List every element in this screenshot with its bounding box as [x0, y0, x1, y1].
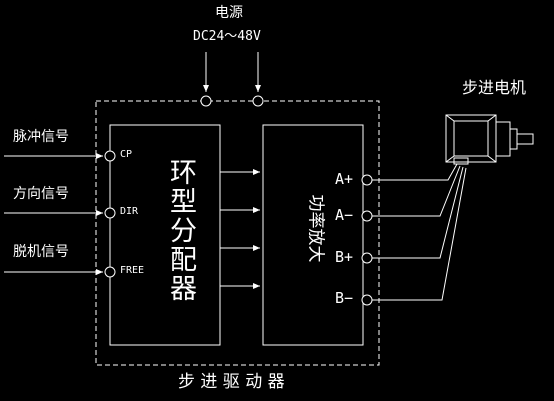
amplifier-label: 功率放大: [305, 194, 326, 263]
output-label-a-minus: A−: [335, 206, 354, 224]
input-signal-free: 脱机信号: [13, 244, 69, 260]
wire-b-plus: [372, 166, 464, 259]
output-label-b-plus: B+: [335, 248, 354, 266]
power-voltage: DC24～48V: [193, 29, 261, 44]
output-terminal-b-plus: [361, 252, 373, 264]
wire-a-minus: [372, 165, 461, 217]
distributor-block: [109, 124, 221, 346]
pin-label-cp: CP: [120, 149, 133, 160]
motor-label: 步进电机: [462, 78, 527, 97]
amplifier-block: [262, 124, 364, 346]
driver-label: 步 进 驱 动 器: [178, 372, 285, 392]
input-signal-cp: 脉冲信号: [13, 129, 69, 145]
stepper-motor-icon: [445, 114, 534, 165]
distributor-label: 环型分配器: [165, 158, 196, 303]
input-terminal-cp: [104, 150, 116, 162]
wire-a-plus: [372, 163, 458, 181]
driver-enclosure: [95, 100, 380, 366]
input-terminal-free: [104, 266, 116, 278]
output-label-b-minus: B−: [335, 289, 354, 307]
output-terminal-a-plus: [361, 174, 373, 186]
output-terminal-a-minus: [361, 210, 373, 222]
power-terminal-1: [200, 95, 212, 107]
wire-b-minus: [372, 167, 467, 301]
output-terminal-b-minus: [361, 294, 373, 306]
input-terminal-dir: [104, 207, 116, 219]
input-signal-dir: 方向信号: [13, 186, 69, 202]
pin-label-dir: DIR: [120, 206, 139, 217]
output-label-a-plus: A+: [335, 170, 354, 188]
pin-label-free: FREE: [120, 265, 145, 276]
power-terminal-2: [252, 95, 264, 107]
power-title: 电源: [215, 5, 243, 21]
